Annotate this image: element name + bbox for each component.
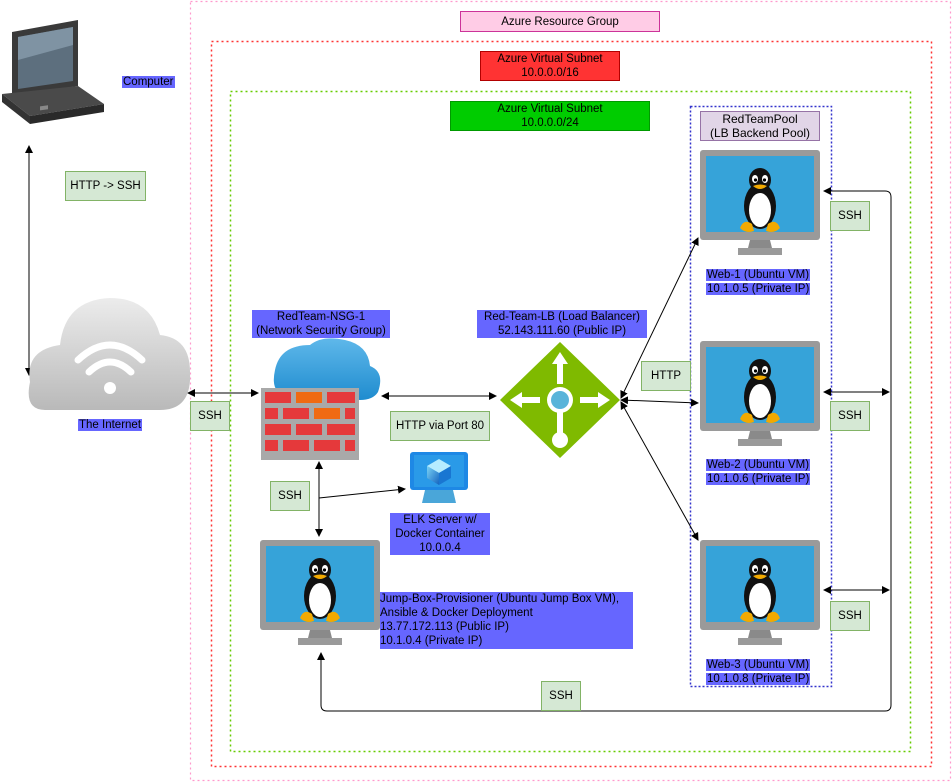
- web2-label: Web-2 (Ubuntu VM) 10.1.0.6 (Private IP): [706, 459, 811, 485]
- nsg-label: RedTeam-NSG-1 (Network Security Group): [252, 310, 390, 338]
- pool-label: RedTeamPool (LB Backend Pool): [700, 111, 820, 141]
- computer-label: Computer: [122, 76, 175, 88]
- edge-nsg-elk: [318, 485, 406, 499]
- internet-label: The Internet: [78, 419, 143, 431]
- edge-label-http-ssh: HTTP -> SSH: [65, 171, 146, 201]
- edge-label-ssh-web3: SSH: [830, 601, 870, 631]
- web2-vm-icon: [700, 341, 820, 446]
- edge-lb-web3: [620, 401, 699, 541]
- edge-label-ssh-nsg-jump: SSH: [270, 481, 310, 511]
- edge-label-ssh-web2: SSH: [830, 401, 870, 431]
- resource-group-border: [189, 0, 952, 782]
- subnet-inner-label: Azure Virtual Subnet 10.0.0.0/24: [450, 101, 650, 131]
- edges: [25, 145, 892, 712]
- subnet-inner-border: [229, 90, 912, 753]
- firewall-icon: [261, 338, 381, 460]
- web3-vm-icon: [700, 540, 820, 645]
- elk-server-icon: [410, 452, 468, 503]
- edge-label-ssh-internet: SSH: [190, 401, 230, 431]
- web1-label: Web-1 (Ubuntu VM) 10.1.0.5 (Private IP): [706, 269, 811, 295]
- jumpbox-label: Jump-Box-Provisioner (Ubuntu Jump Box VM…: [380, 592, 633, 649]
- elk-label: ELK Server w/ Docker Container 10.0.0.4: [390, 513, 490, 555]
- web1-vm-icon: [700, 150, 820, 255]
- web3-label: Web-3 (Ubuntu VM) 10.1.0.8 (Private IP): [706, 659, 811, 685]
- edge-label-http-port80: HTTP via Port 80: [390, 411, 490, 441]
- edge-label-http-lb: HTTP: [641, 361, 691, 391]
- edge-label-ssh-bottom: SSH: [541, 681, 581, 711]
- computer-icon: [2, 20, 104, 124]
- internet-cloud-icon: [28, 298, 191, 410]
- resource-group-label: Azure Resource Group: [460, 11, 660, 32]
- edge-lb-web2: [620, 396, 699, 407]
- edge-ssh-loop: [317, 187, 892, 712]
- load-balancer-icon: [500, 342, 620, 458]
- jumpbox-vm-icon: [260, 540, 380, 645]
- subnet-outer-border: [210, 40, 933, 768]
- subnet-outer-label: Azure Virtual Subnet 10.0.0.0/16: [480, 51, 620, 81]
- lb-label: Red-Team-LB (Load Balancer) 52.143.111.6…: [477, 310, 647, 338]
- edge-label-ssh-web1: SSH: [830, 201, 870, 231]
